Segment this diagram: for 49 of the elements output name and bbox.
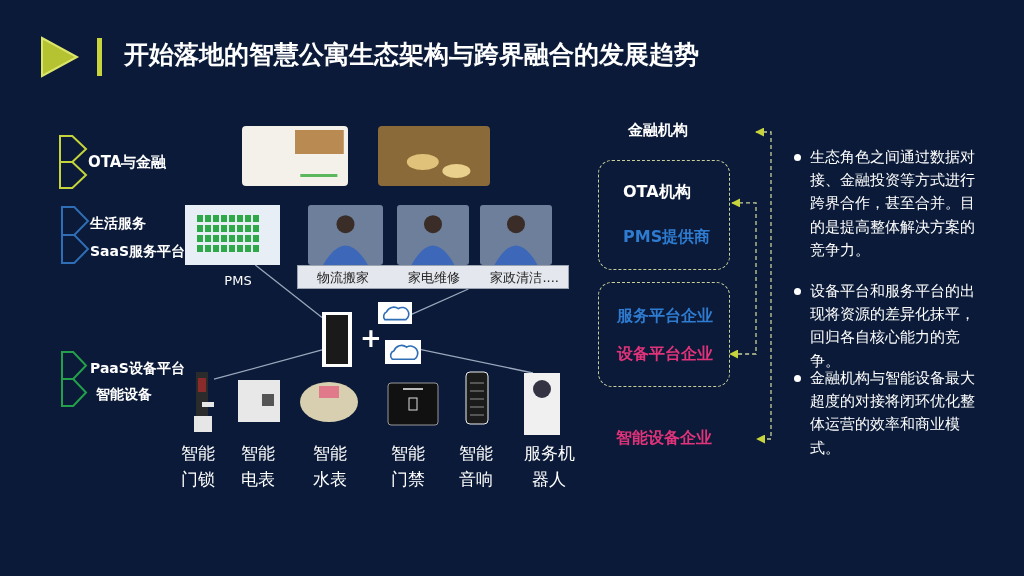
bracket-arrow — [729, 198, 757, 359]
service-label: 物流搬家 — [316, 269, 371, 287]
category-label: OTA与金融 — [88, 152, 167, 173]
org-label: 金融机构 — [628, 121, 754, 143]
connector-line — [254, 264, 323, 319]
device-picture — [322, 312, 352, 367]
bracket-arrow — [755, 127, 772, 444]
group-box — [598, 160, 730, 270]
service-label: 家政清洁.... — [489, 269, 560, 287]
device-picture — [524, 373, 560, 435]
photo — [308, 205, 383, 265]
bullet-text: 金融机构与智能设备最大超度的对接将闭环优化整体运营的效率和商业模式。 — [810, 369, 976, 458]
bullet-text: 设备平台和服务平台的出现将资源的差异化抹平，回归各自核心能力的竞争。 — [810, 282, 976, 370]
screenshot — [185, 205, 280, 265]
org-label: 设备平台企业 — [617, 344, 729, 366]
service-bar — [297, 265, 569, 289]
cloud-icon — [378, 302, 412, 324]
device-caption: 智能水表 — [312, 442, 348, 491]
connector-line — [411, 288, 469, 315]
device-caption: 智能电表 — [240, 442, 276, 491]
device-picture — [388, 383, 438, 425]
device-picture — [466, 372, 488, 424]
org-label: OTA机构 — [623, 182, 723, 204]
device-caption: 服务机器人 — [522, 442, 576, 491]
group-box — [598, 282, 730, 387]
device-caption: 智能门禁 — [390, 442, 426, 491]
device-caption: 智能音响 — [458, 442, 494, 491]
category-label: 生活服务 — [90, 214, 146, 233]
cloud-icon — [385, 340, 421, 364]
photo — [480, 205, 552, 265]
device-caption: PMS — [223, 272, 253, 290]
device-caption: 智能门锁 — [180, 442, 216, 491]
title: 开始落地的智慧公寓生态架构与跨界融合的发展趋势 — [124, 39, 699, 71]
photo — [397, 205, 469, 265]
category-label: SaaS服务平台 — [90, 242, 186, 261]
plus-sign: + — [360, 322, 382, 355]
org-label: 智能设备企业 — [616, 428, 755, 450]
connector-line — [213, 349, 323, 380]
org-label: PMS提供商 — [623, 227, 723, 249]
device-picture — [192, 372, 214, 432]
category-label: 智能设备 — [96, 385, 152, 404]
device-picture — [238, 380, 280, 422]
screenshot — [242, 126, 348, 186]
category-label: PaaS设备平台 — [90, 359, 185, 378]
bullet-text: 生态角色之间通过数据对接、金融投资等方式进行跨界合作，甚至合并。目的是提高整体解决方案的竞争力。 — [810, 148, 976, 260]
org-label: 服务平台企业 — [617, 306, 729, 328]
service-label: 家电维修 — [407, 269, 461, 287]
connector-line — [420, 348, 534, 374]
photo — [378, 126, 490, 186]
